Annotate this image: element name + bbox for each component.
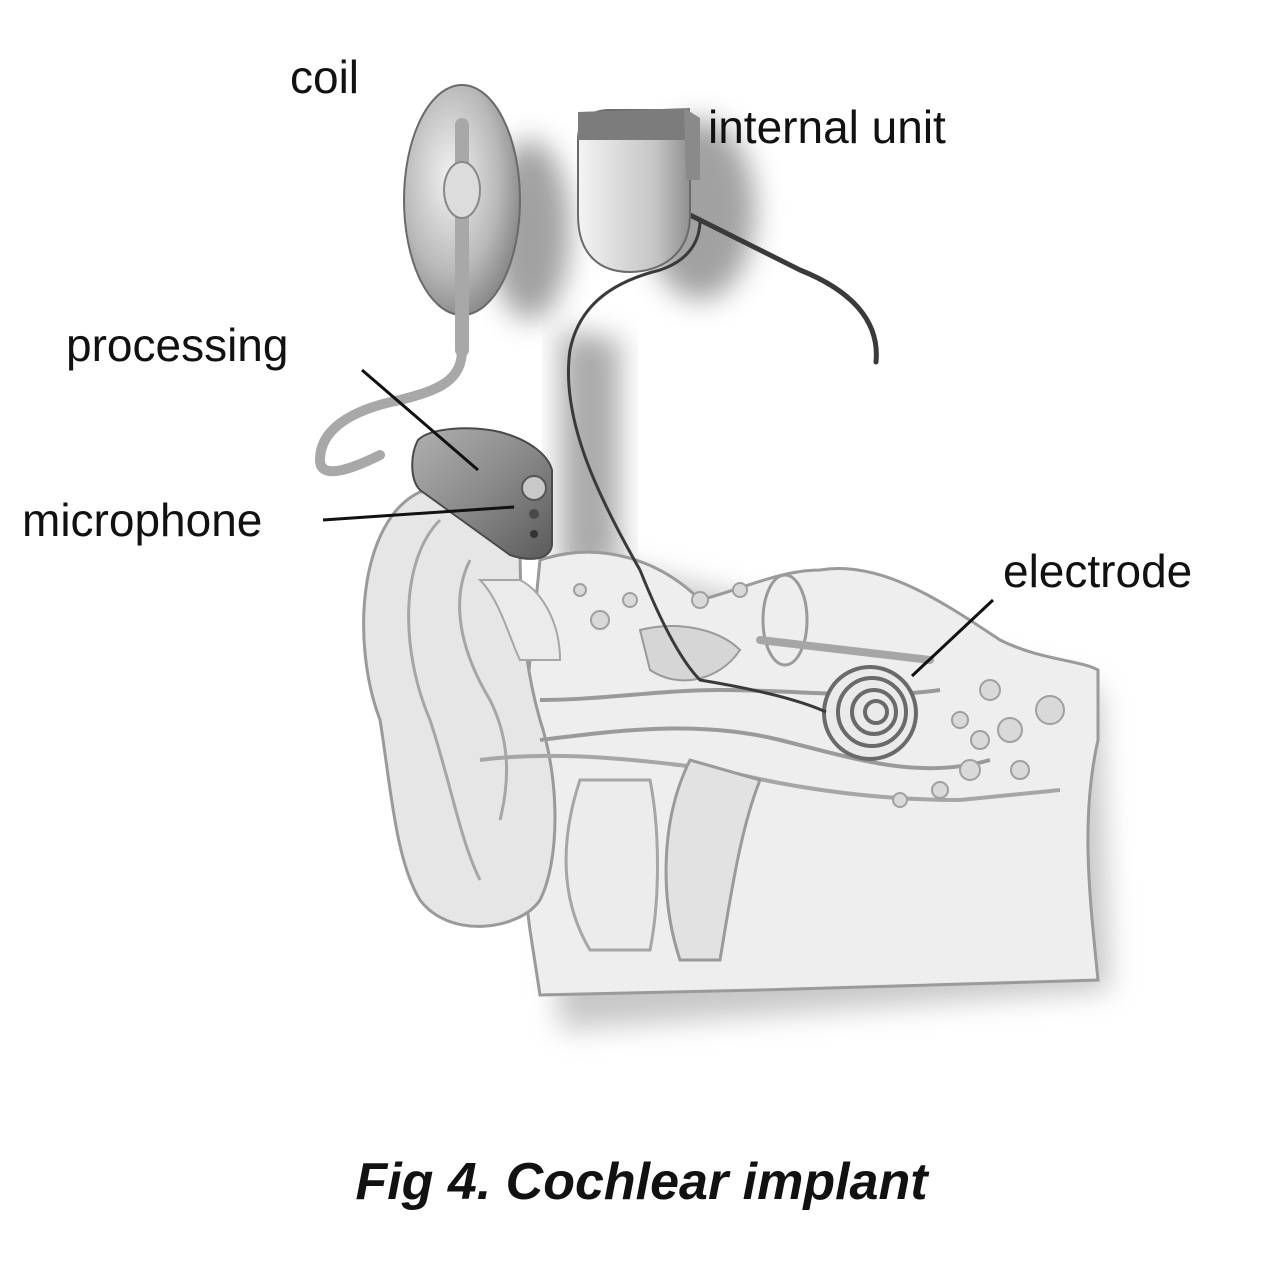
coil [314,84,521,477]
label-microphone: microphone [22,494,263,546]
label-electrode: electrode [1003,545,1193,597]
processing-leader-line [361,368,479,472]
microphone-leader-line [322,505,515,522]
label-coil: coil [290,51,360,103]
speech-processor [411,427,553,560]
figure-caption: Fig 4. Cochlear implant [355,1153,928,1211]
electrode-wire [566,219,702,571]
label-internal-unit: internal unit [708,101,946,153]
electrode-lead [638,569,827,714]
label-processing: processing [66,319,289,371]
internal-unit [577,108,700,274]
reference-wire [677,207,879,365]
electrode-leader-line [910,598,995,678]
cochlea-spiral [822,665,918,761]
ear-anatomy [362,488,1100,997]
